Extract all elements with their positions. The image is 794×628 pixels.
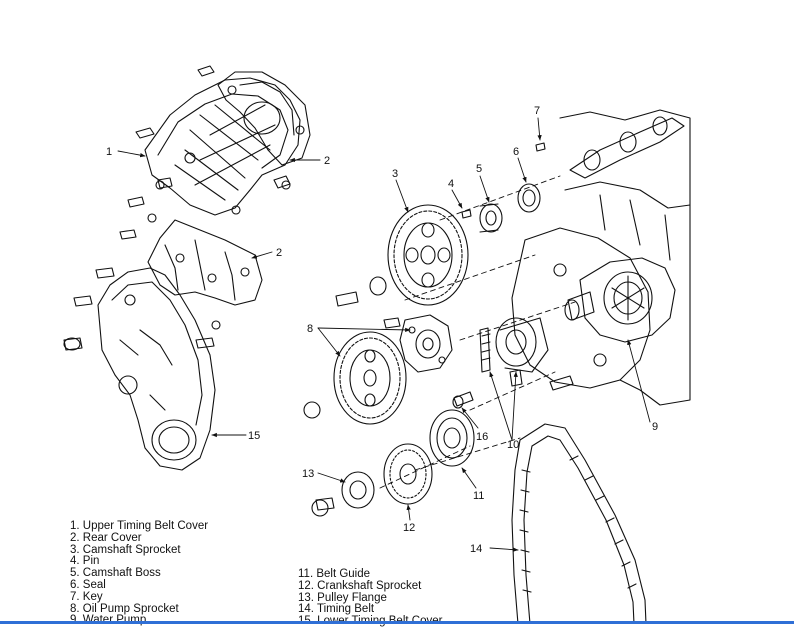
camshaft: [569, 116, 685, 179]
callout-3: 3: [392, 168, 398, 180]
callout-11: 11: [473, 490, 484, 502]
legend-left: 1. Upper Timing Belt Cover 2. Rear Cover…: [70, 520, 209, 627]
upper-timing-belt-cover: [144, 77, 301, 216]
callout-2-lower: 2: [276, 247, 282, 259]
pulley-flange: [311, 471, 375, 517]
callout-7: 7: [534, 105, 540, 117]
oil-pump-bolts: [303, 276, 401, 419]
callout-13: 13: [302, 468, 314, 480]
callout-2-upper: 2: [324, 155, 330, 167]
rear-cover-upper: [217, 71, 311, 166]
rear-cover-lower: [147, 219, 263, 306]
legend-item: 6. Seal: [70, 578, 106, 591]
oil-pump-flange: [399, 314, 453, 373]
callout-12: 12: [403, 522, 415, 534]
legend-item: 12. Crankshaft Sprocket: [298, 579, 422, 592]
alignment-lines: [379, 175, 576, 489]
cover-fasteners: [63, 65, 291, 351]
bolt-16: [452, 391, 474, 409]
callout-6: 6: [513, 146, 519, 158]
tensioner: [479, 317, 549, 387]
pin: [461, 209, 472, 219]
timing-belt: [511, 423, 647, 624]
legend-item: 9. Water Pump: [70, 615, 208, 627]
crankshaft-sprocket: [383, 443, 433, 505]
callout-16: 16: [476, 431, 488, 443]
callout-9: 9: [652, 421, 658, 433]
legend-item: 13. Pulley Flange: [298, 591, 387, 604]
bottom-rule: [0, 621, 794, 624]
key: [535, 142, 546, 152]
oil-pump-sprocket: [333, 331, 407, 425]
legend-item: 2. Rear Cover: [70, 531, 142, 544]
seal: [517, 183, 541, 213]
legend-item: 4. Pin: [70, 555, 100, 568]
legend-item: 7. Key: [70, 590, 103, 603]
legend-right: 11. Belt Guide 12. Crankshaft Sprocket 1…: [298, 568, 442, 628]
callout-5: 5: [476, 163, 482, 175]
legend-item: 5. Camshaft Boss: [70, 567, 161, 580]
camshaft-boss: [479, 203, 503, 233]
callout-10: 10: [507, 439, 519, 451]
callout-1: 1: [106, 146, 112, 158]
belt-guide: [429, 409, 475, 467]
leader-lines: [117, 117, 651, 552]
water-pump: [549, 257, 676, 391]
callout-labels: 1 2 2 3 4 5 6 7 8 9 10 11 12 13 14 15 16: [106, 105, 658, 555]
callout-14: 14: [470, 543, 482, 555]
legend-item: 1. Upper Timing Belt Cover: [70, 520, 209, 532]
callout-8: 8: [307, 323, 313, 335]
callout-15: 15: [248, 430, 260, 442]
lower-timing-belt-cover: [97, 267, 216, 471]
legend-item: 14. Timing Belt: [298, 603, 375, 616]
legend-item: 11. Belt Guide: [298, 568, 371, 580]
engine-block: [511, 109, 691, 406]
camshaft-sprocket: [387, 204, 469, 306]
legend-item: 3. Camshaft Sprocket: [70, 543, 181, 556]
callout-4: 4: [448, 178, 454, 190]
legend-item: 8. Oil Pump Sprocket: [70, 602, 179, 615]
